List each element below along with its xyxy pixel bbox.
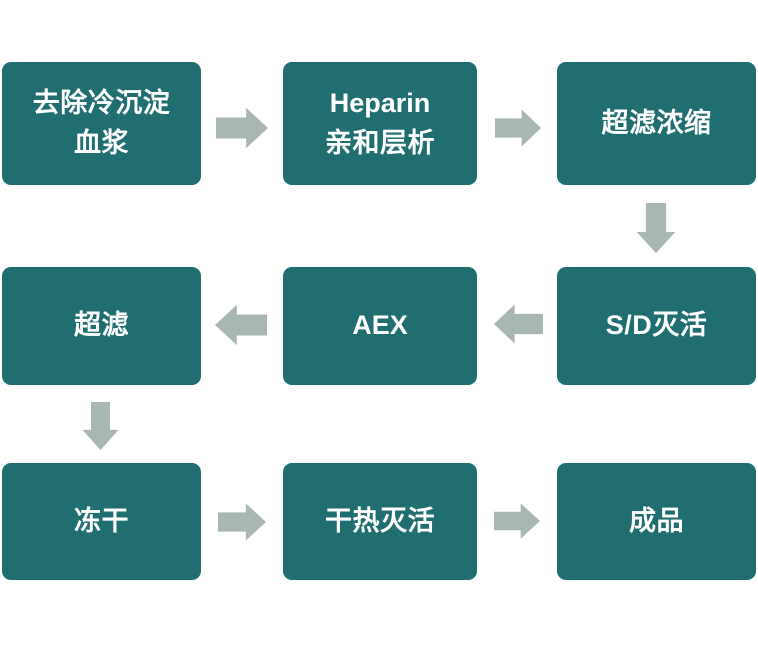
arrow-aex-to-ultrafiltration: [215, 301, 267, 349]
arrow-heparin-to-ultrafiltration-concentration: [495, 106, 541, 150]
left-arrow-icon: [494, 304, 543, 344]
cryoprecipitate-depleted-plasma-label-line-1: 去除冷沉淀: [32, 88, 171, 119]
lyophilization[interactable]: 冻干: [2, 463, 201, 580]
anion-exchange-chromatography[interactable]: AEX: [283, 267, 477, 385]
ultrafiltration-concentration[interactable]: 超滤浓缩: [557, 62, 756, 185]
arrow-ultrafiltration-to-lyophilization: [79, 402, 122, 450]
arrow-lyophilization-to-dry-heat: [218, 500, 266, 544]
right-arrow-icon: [494, 503, 540, 539]
ultrafiltration-label-line-1: 超滤: [74, 310, 129, 341]
right-arrow-icon: [218, 503, 266, 541]
ultrafiltration[interactable]: 超滤: [2, 267, 201, 385]
ultrafiltration-concentration-label-line-1: 超滤浓缩: [601, 107, 712, 138]
cryoprecipitate-depleted-plasma-label-line-2: 血浆: [74, 127, 129, 158]
down-arrow-icon: [636, 203, 676, 253]
arrow-plasma-to-heparin: [216, 104, 268, 152]
left-arrow-icon: [215, 304, 267, 346]
finished-product-label-line-1: 成品: [629, 505, 684, 536]
arrow-dry-heat-to-finished: [494, 500, 540, 542]
heparin-affinity-chromatography-label-line-2: 亲和层析: [325, 127, 435, 158]
right-arrow-icon: [495, 109, 541, 147]
right-arrow-icon: [216, 107, 268, 149]
cryoprecipitate-depleted-plasma[interactable]: 去除冷沉淀血浆: [2, 62, 201, 185]
arrow-sd-to-aex: [494, 301, 543, 347]
heparin-affinity-chromatography-label-line-1: Heparin: [329, 88, 431, 119]
dry-heat-inactivation-label-line-1: 干热灭活: [325, 505, 435, 536]
finished-product[interactable]: 成品: [557, 463, 756, 580]
heparin-affinity-chromatography[interactable]: Heparin 亲和层析: [283, 62, 477, 185]
dry-heat-inactivation[interactable]: 干热灭活: [283, 463, 477, 580]
arrow-concentration-to-sd: [633, 203, 679, 253]
lyophilization-label-line-1: 冻干: [74, 505, 129, 536]
sd-inactivation-label-line-1: S/D灭活: [605, 310, 708, 341]
anion-exchange-chromatography-label-line-1: AEX: [352, 310, 408, 341]
sd-inactivation[interactable]: S/D灭活: [557, 267, 756, 385]
down-arrow-icon: [82, 402, 119, 450]
